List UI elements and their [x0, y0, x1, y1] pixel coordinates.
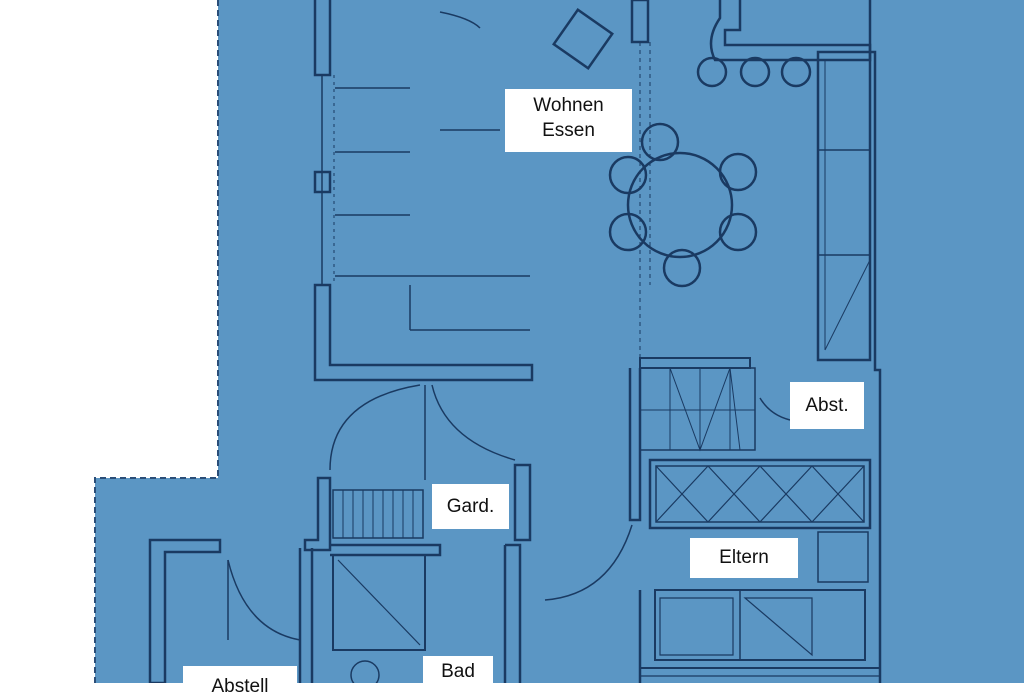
stove-burner	[780, 56, 812, 88]
kitchen-counter	[709, 0, 872, 62]
door-arc	[759, 397, 791, 421]
stove-burner	[739, 56, 771, 88]
chair	[718, 152, 758, 192]
cabinet-diagonal	[824, 259, 871, 351]
garderobe-rack	[332, 489, 424, 539]
outside-area	[0, 0, 218, 478]
chair	[662, 248, 702, 288]
shower-diagonal	[337, 559, 421, 646]
room-label-essen: Essen	[542, 120, 595, 141]
room-label-wohnen: Wohnen	[533, 95, 604, 116]
wall-left-lower	[313, 283, 534, 382]
garderobe-hangers	[342, 490, 414, 538]
room-label-abst: Abst.	[790, 382, 864, 429]
room-label-eltern: Eltern	[690, 538, 798, 578]
toilet	[350, 660, 380, 683]
wardrobe	[648, 458, 872, 530]
stair-zigzag	[669, 367, 741, 452]
wall-hall-right	[513, 463, 532, 542]
room-label-bad-text: Bad	[441, 661, 475, 682]
floor-plan	[0, 0, 1024, 683]
room-label-abstell-text: Abstell	[211, 676, 269, 697]
property-boundary	[94, 0, 219, 683]
room-label-eltern-text: Eltern	[719, 547, 769, 568]
nightstand	[817, 531, 869, 583]
dining-table	[626, 151, 734, 259]
room-label-bad: Bad	[423, 656, 493, 688]
wardrobe-cross	[655, 465, 865, 523]
chair	[608, 155, 648, 195]
door-arc	[329, 384, 421, 471]
chair	[718, 212, 758, 252]
door-arc	[431, 384, 516, 461]
wall-eltern-left	[628, 368, 642, 522]
bed	[654, 589, 866, 661]
door-arc	[544, 524, 633, 601]
room-label-gard: Gard.	[432, 484, 509, 529]
wall-right	[816, 0, 882, 683]
door-arc	[439, 11, 481, 29]
door-arc	[227, 559, 301, 641]
chair	[608, 212, 648, 252]
chair	[640, 122, 680, 162]
bed-blanket	[659, 597, 813, 657]
room-label-gard-text: Gard.	[446, 496, 495, 517]
wall-hall-left	[303, 476, 332, 552]
wall-bad	[330, 543, 522, 683]
wall-abstell	[148, 538, 222, 683]
wall-abstell-right	[298, 548, 314, 683]
room-label-wohnen-essen: Wohnen Essen	[505, 89, 632, 152]
room-label-abstell: Abstell	[183, 666, 297, 697]
stove-burner	[696, 56, 728, 88]
room-label-abst-text: Abst.	[805, 395, 849, 416]
armchair	[552, 8, 614, 70]
